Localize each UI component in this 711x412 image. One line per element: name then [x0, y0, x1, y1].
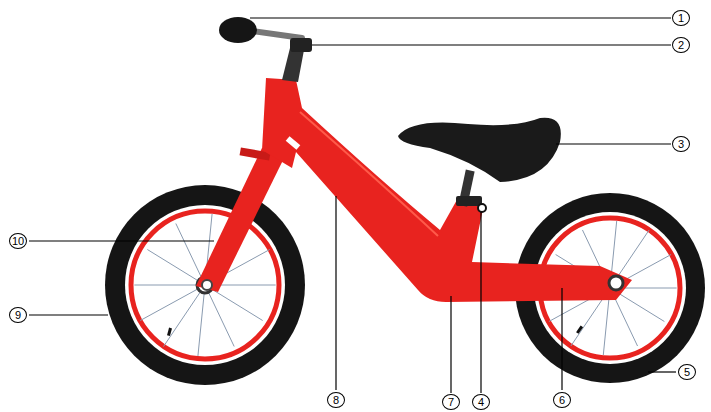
bike-frame: [262, 78, 632, 302]
leader-line: [312, 44, 671, 45]
callout-number: 2: [672, 37, 690, 53]
frame-badge: [286, 136, 301, 150]
front-spokes: [134, 214, 275, 356]
spoke: [164, 285, 205, 346]
front-wheel: [105, 185, 305, 385]
callout-number: 5: [678, 364, 696, 380]
front-rim: [131, 211, 279, 359]
spoke: [140, 285, 205, 321]
callout-number: 10: [9, 233, 27, 249]
callout-number: 6: [553, 392, 571, 408]
seat-bolt: [478, 204, 486, 212]
leader-line: [480, 212, 481, 393]
leader-line: [335, 196, 336, 390]
callout-number: 9: [9, 307, 27, 323]
spoke: [198, 285, 205, 356]
leader-line: [450, 296, 451, 393]
front-tire: [105, 185, 305, 385]
callout-number: 8: [327, 392, 345, 408]
stem: [282, 48, 304, 82]
rear-hub: [609, 276, 623, 290]
callout-number: 1: [672, 10, 690, 26]
callout-number: 3: [672, 136, 690, 152]
spoke: [134, 285, 205, 286]
front-fork: [196, 148, 288, 292]
leader-lines: [29, 18, 676, 393]
callout-number: 7: [442, 394, 460, 410]
leader-line: [561, 288, 562, 390]
spoke: [176, 224, 205, 285]
rear-valve: [576, 326, 583, 334]
seat-clamp: [456, 196, 482, 206]
leader-line: [648, 371, 676, 372]
spoke: [205, 285, 234, 346]
front-rim-ground: [125, 205, 285, 365]
leader-line: [250, 17, 671, 18]
saddle: [398, 118, 561, 182]
leader-line: [29, 314, 108, 315]
front-axle: [202, 280, 212, 290]
leader-line: [29, 240, 214, 241]
front-valve: [167, 328, 172, 337]
grip: [219, 17, 257, 43]
callout-number: 4: [472, 394, 490, 410]
stem-clamp: [290, 38, 312, 52]
leader-line: [556, 143, 671, 144]
